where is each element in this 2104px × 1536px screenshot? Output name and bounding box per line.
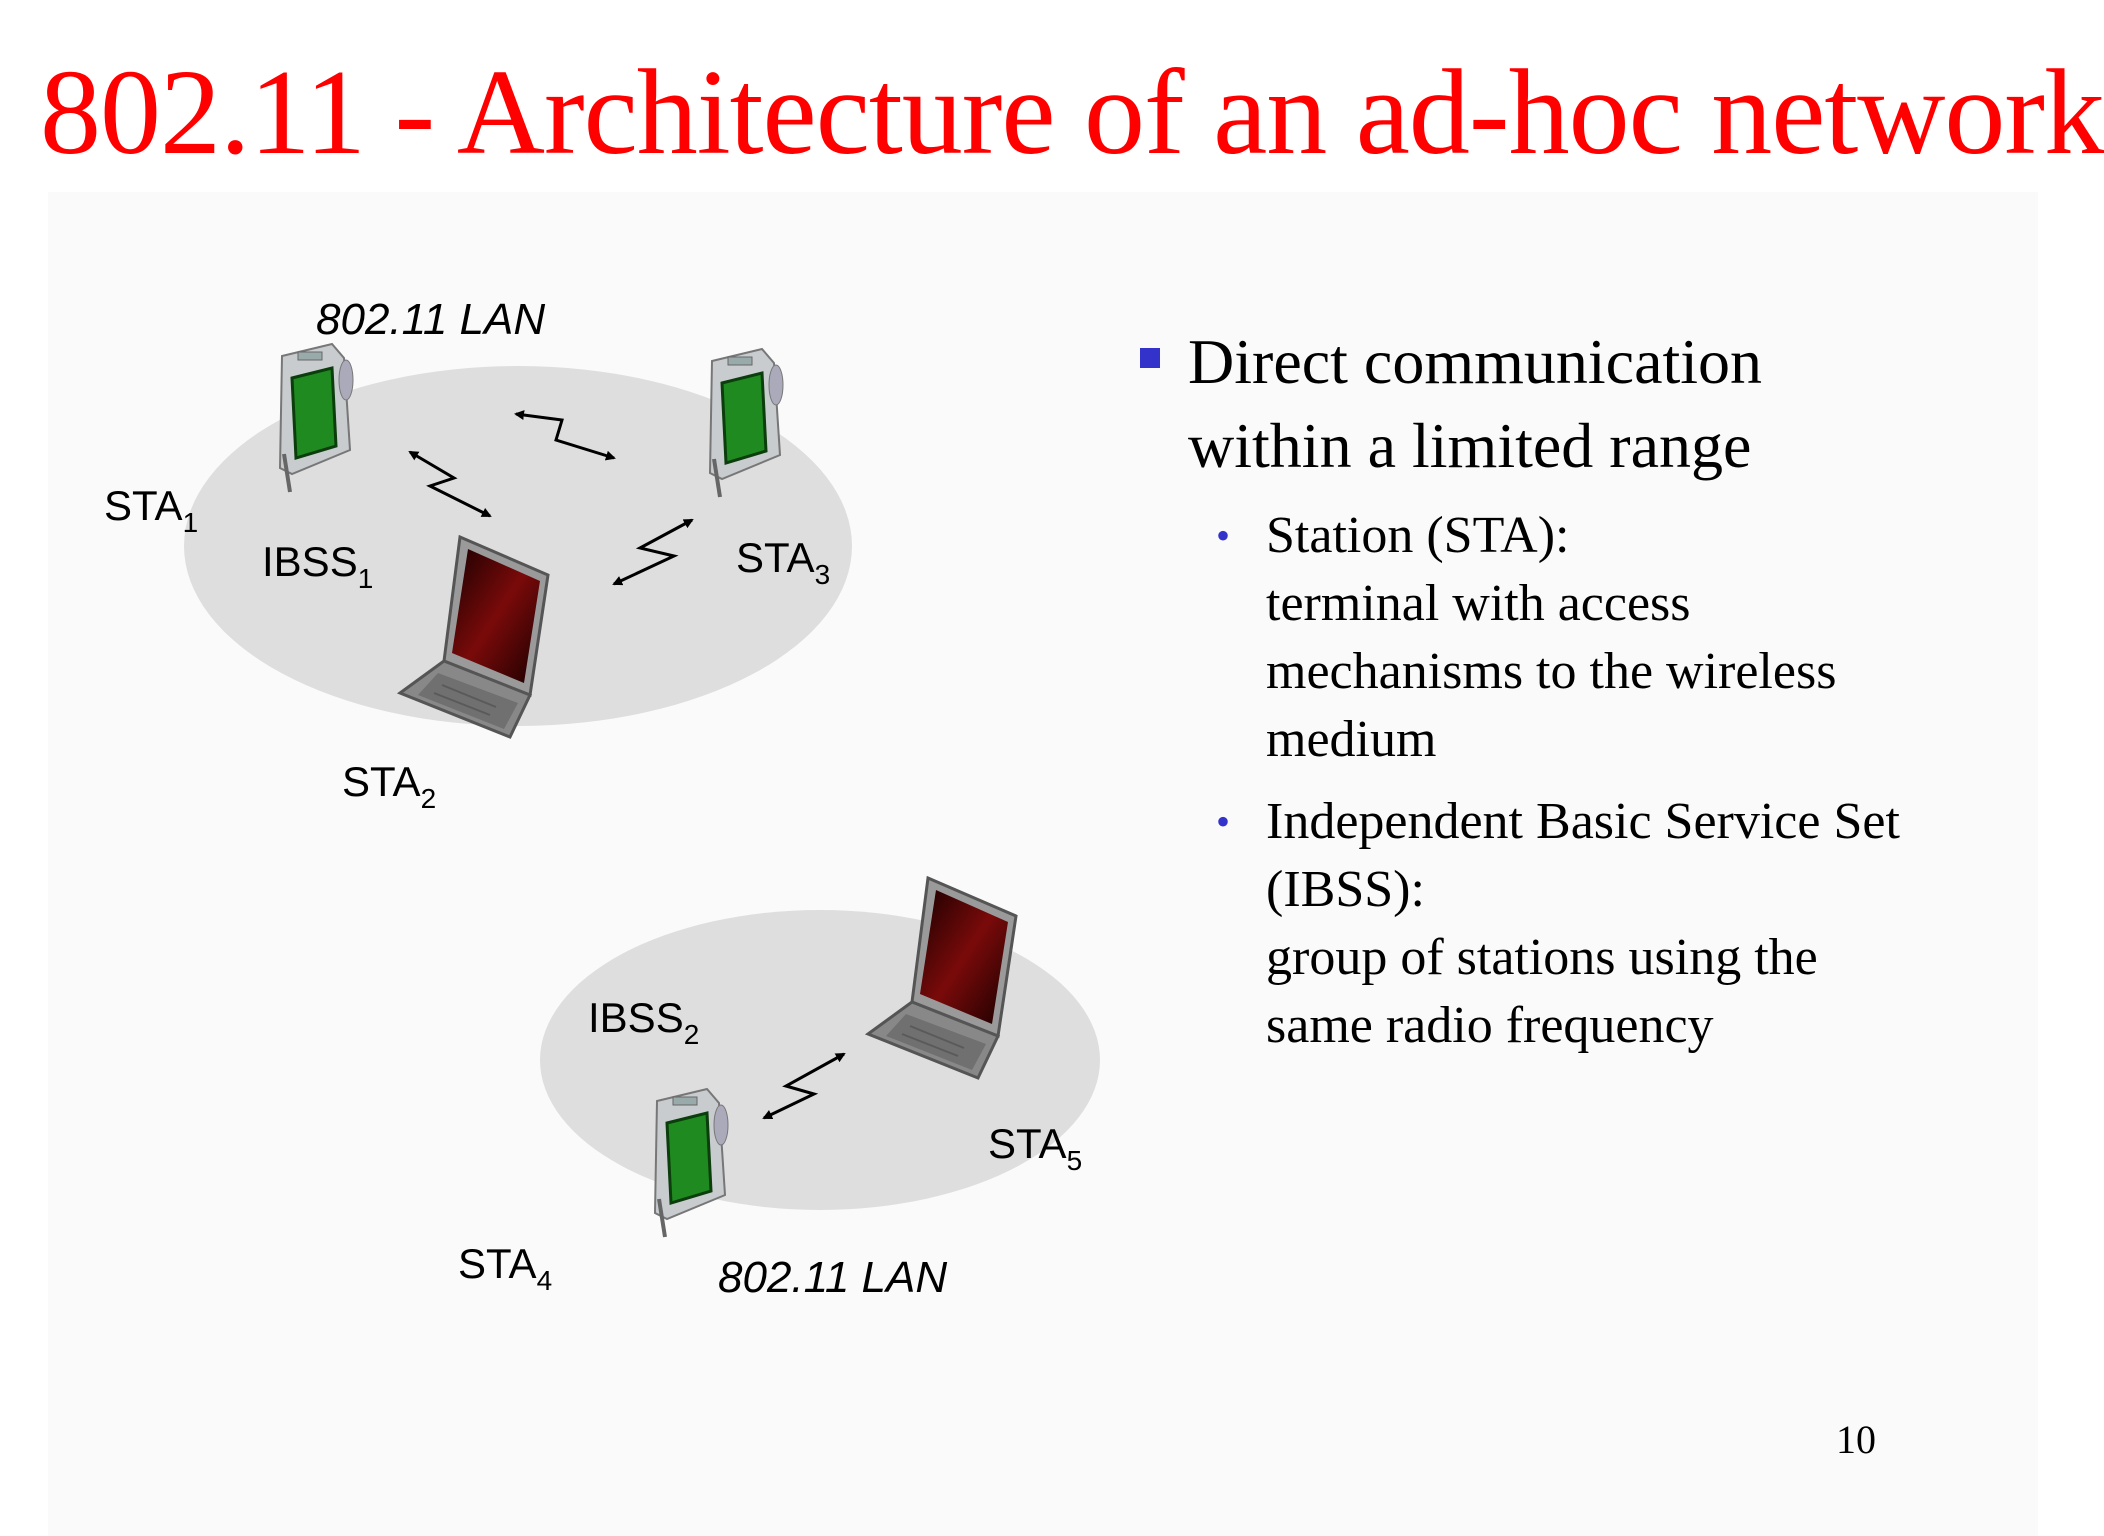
slide-title: 802.11 - Architecture of an ad-hoc netwo…: [40, 45, 2104, 180]
dot-bullet-icon: •: [1216, 799, 1231, 844]
bullet-main: Direct communication within a limited ra…: [1140, 320, 2020, 488]
bullet-main-line-2: within a limited range: [1188, 410, 1752, 481]
ibss2-label: IBSS2: [588, 994, 699, 1050]
sub-bullet-ibss: • Independent Basic Service Set (IBSS): …: [1140, 788, 2020, 1060]
slide: 802.11 - Architecture of an ad-hoc netwo…: [40, 51, 2104, 1462]
sub-bullet-station-line-3: mechanisms to the wireless: [1266, 643, 1837, 700]
sub-bullet-station: • Station (STA): terminal with access me…: [1140, 502, 2020, 774]
lan-label-bottom: 802.11 LAN: [718, 1253, 947, 1302]
sta5-label: STA5: [988, 1120, 1082, 1176]
sub-bullet-station-line-4: medium: [1266, 711, 1437, 768]
ibss1-ellipse: [184, 366, 852, 726]
bullet-main-line-1: Direct communication: [1188, 326, 1763, 397]
lan-label-top: 802.11 LAN: [316, 295, 545, 344]
wireless-link-sta4-sta5-icon: [762, 1052, 846, 1120]
page-number: 10: [1836, 1417, 1876, 1462]
wireless-link-sta2-sta3-icon: [612, 518, 694, 586]
wireless-link-sta1-sta2-icon: [408, 450, 492, 518]
dot-bullet-icon: •: [1216, 513, 1231, 558]
square-bullet-icon: [1140, 348, 1160, 368]
sta4-pda-icon: [653, 1087, 730, 1239]
sub-bullet-station-line-1: Station (STA):: [1266, 507, 1570, 564]
sta2-label: STA2: [342, 758, 436, 814]
sta4-label: STA4: [458, 1240, 552, 1296]
wireless-link-sta1-sta3-icon: [514, 410, 616, 461]
bullet-list: Direct communication within a limited ra…: [1140, 320, 2020, 1060]
sta1-label: STA1: [104, 482, 198, 538]
adhoc-network-diagram: 802.11 LAN 802.11 LAN STA1 IBSS1 STA3 ST…: [104, 295, 1100, 1302]
sta3-label: STA3: [736, 534, 830, 590]
sub-bullet-ibss-line-4: same radio frequency: [1266, 997, 1714, 1054]
sub-bullet-station-line-2: terminal with access: [1266, 575, 1691, 632]
sub-bullet-ibss-line-1: Independent Basic Service Set: [1266, 793, 1900, 850]
ibss1-label: IBSS1: [262, 538, 373, 594]
sub-bullet-ibss-line-3: group of stations using the: [1266, 929, 1818, 986]
sub-bullet-ibss-line-2: (IBSS):: [1266, 861, 1425, 918]
